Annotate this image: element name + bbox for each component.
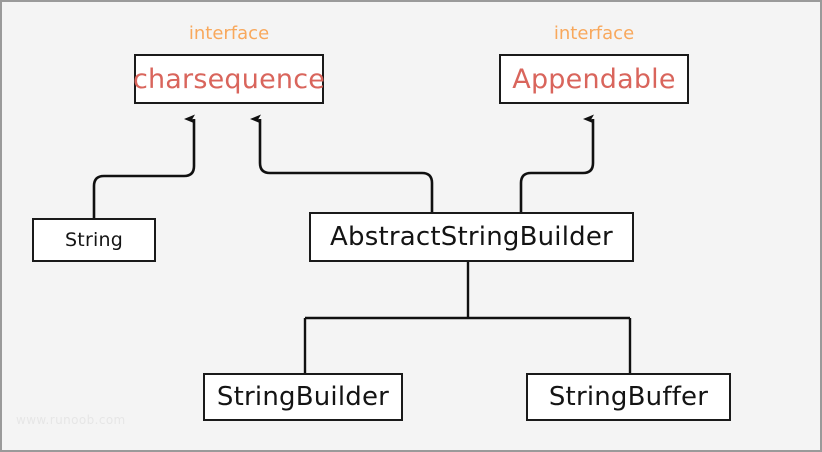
node-stringbuffer[interactable]: StringBuffer [526, 373, 731, 421]
stereotype-charsequence: interface [188, 23, 270, 44]
watermark: www.runoob.com [16, 413, 126, 427]
node-abstractstringbuilder[interactable]: AbstractStringBuilder [309, 212, 634, 262]
node-stringbuilder-label: StringBuilder [216, 382, 390, 412]
node-appendable-label: Appendable [512, 63, 676, 95]
stereotype-appendable: interface [553, 23, 635, 44]
edge-abstractstringbuilder-to-appendable [519, 114, 595, 212]
node-string-label: String [65, 228, 123, 251]
node-appendable[interactable]: Appendable [499, 54, 689, 104]
edge-abstractstringbuilder-to-charsequence [250, 114, 434, 212]
node-abstractstringbuilder-label: AbstractStringBuilder [330, 222, 613, 252]
node-stringbuilder[interactable]: StringBuilder [203, 373, 403, 421]
edge-string-to-charsequence [92, 114, 196, 218]
node-stringbuffer-label: StringBuffer [548, 382, 709, 412]
node-charsequence-label: charsequence [132, 63, 326, 95]
node-string[interactable]: String [32, 218, 156, 262]
node-charsequence[interactable]: charsequence [132, 54, 326, 104]
